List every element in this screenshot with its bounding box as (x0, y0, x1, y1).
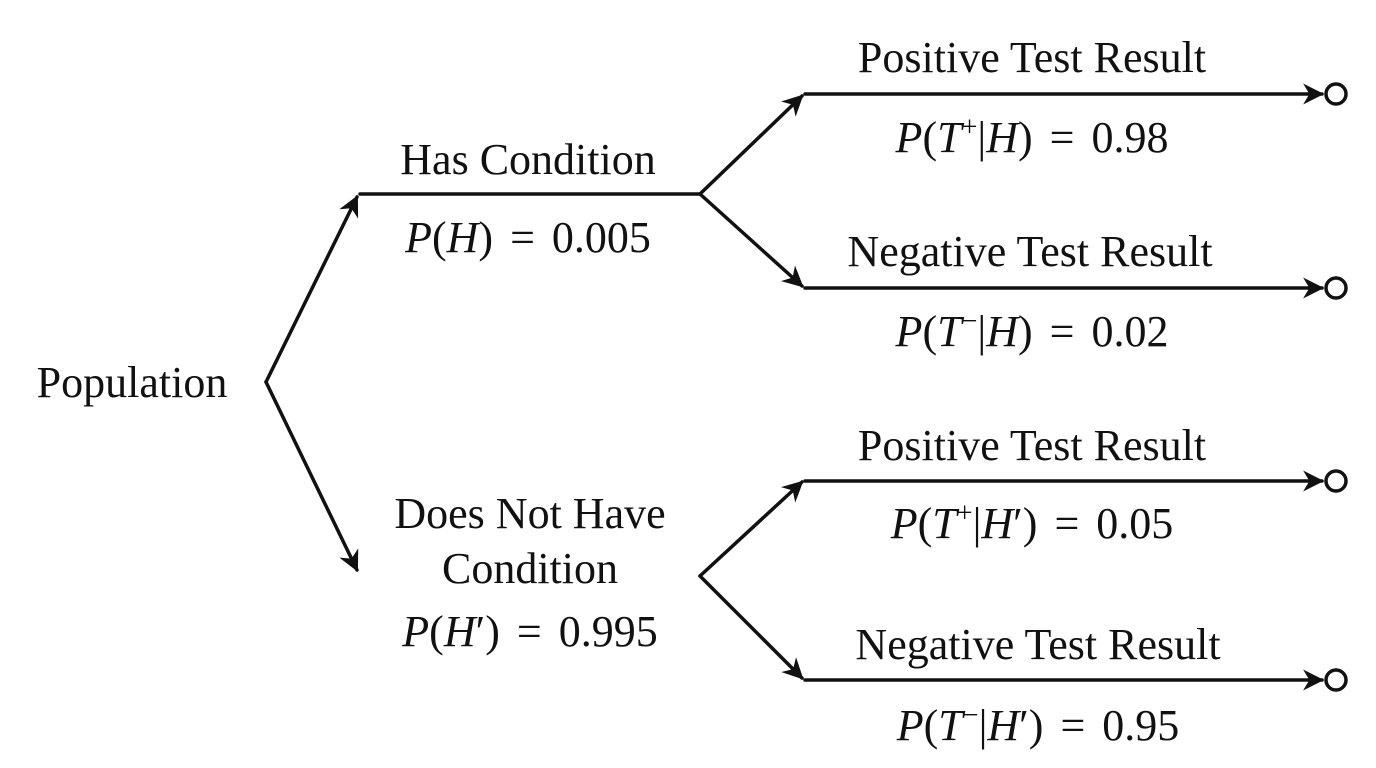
leaf-h-positive (1324, 82, 1348, 106)
has-condition-label: Has Condition (400, 135, 655, 184)
hprime-negative-probability: P(T−|H′) = 0.95 (896, 700, 1180, 750)
h-negative-label: Negative Test Result (847, 227, 1212, 276)
leaf-h-negative (1324, 276, 1348, 300)
hprime-positive-label: Positive Test Result (858, 421, 1206, 470)
has-condition-probability: P(H) = 0.005 (404, 213, 651, 262)
hprime-positive-probability: P(T+|H′) = 0.05 (890, 498, 1174, 548)
leaf-hprime-negative (1324, 668, 1348, 692)
edge-has-to-negative (698, 192, 804, 288)
hprime-negative-label: Negative Test Result (855, 620, 1220, 669)
h-positive-label: Positive Test Result (858, 33, 1206, 82)
edge-root-to-has-condition (264, 195, 359, 384)
edge-no-to-negative (698, 574, 804, 680)
root-label: Population (37, 358, 228, 407)
no-condition-label-line1: Does Not Have (394, 489, 665, 538)
edge-has-to-positive (698, 94, 804, 196)
no-condition-label-line2: Condition (442, 544, 618, 593)
h-negative-probability: P(T−|H) = 0.02 (895, 306, 1169, 356)
h-positive-probability: P(T+|H) = 0.98 (895, 112, 1169, 162)
no-condition-probability: P(H′) = 0.995 (401, 607, 657, 656)
leaf-hprime-positive (1324, 469, 1348, 493)
edge-root-to-no-condition (264, 380, 359, 572)
edge-no-to-positive (698, 480, 804, 578)
